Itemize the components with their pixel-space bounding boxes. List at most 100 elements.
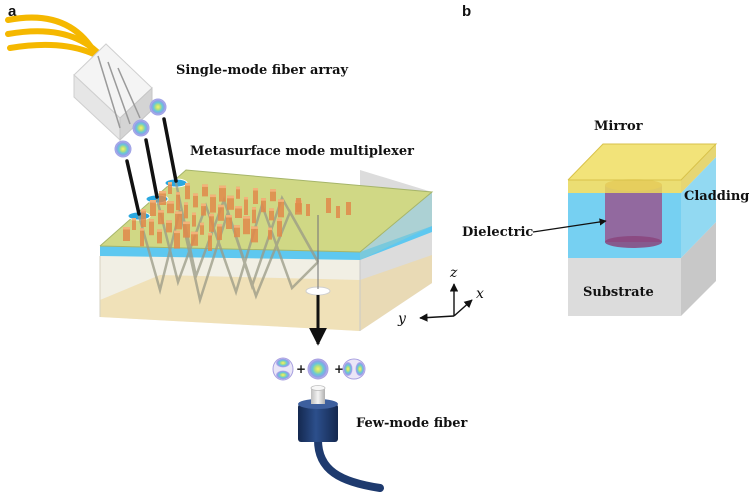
- metasurface-pillar: [157, 229, 162, 244]
- metasurface-pillar: [159, 191, 166, 205]
- metasurface-pillar: [217, 224, 222, 240]
- metasurface-pillar: [243, 216, 250, 235]
- metasurface-pillar-top: [200, 222, 204, 226]
- axis-x-label: x: [476, 286, 484, 302]
- metasurface-pillar-top: [192, 212, 196, 216]
- metasurface-pillar: [166, 220, 172, 233]
- label-substrate: Substrate: [583, 285, 654, 300]
- metasurface-pillar-top: [140, 228, 144, 231]
- metasurface-pillar: [326, 198, 331, 213]
- metasurface-pillar-top: [158, 210, 164, 213]
- metasurface-pillar-top: [209, 213, 214, 217]
- metasurface-pillar: [296, 198, 301, 212]
- metasurface-pillar-top: [208, 233, 212, 236]
- metasurface-pillar: [123, 227, 130, 241]
- metasurface-pillar: [158, 210, 164, 225]
- dielectric-pillar: [605, 185, 662, 242]
- metasurface-pillar-top: [193, 193, 198, 196]
- metasurface-pillar: [234, 225, 240, 238]
- plus-sign-2: +: [334, 362, 344, 376]
- metasurface-pillar: [167, 201, 174, 214]
- metasurface-pillar: [244, 197, 248, 215]
- input-mode-spots: [114, 98, 167, 158]
- metasurface-pillar: [191, 231, 198, 246]
- metasurface-pillar: [193, 193, 198, 208]
- metasurface-pillar: [168, 182, 172, 194]
- metasurface-pillar-top: [217, 224, 222, 227]
- metasurface-pillar: [269, 208, 274, 221]
- metasurface-pillar: [141, 209, 146, 227]
- metasurface-pillar-top: [268, 227, 272, 231]
- mode-lp11-horizontal: [342, 358, 366, 380]
- metasurface-pillar-top: [243, 216, 250, 219]
- mode-lp11-vertical: [272, 357, 294, 381]
- metasurface-pillar-top: [201, 203, 206, 207]
- metasurface-pillar: [346, 202, 351, 215]
- multiplexer-slab: [99, 169, 434, 331]
- label-mirror: Mirror: [594, 119, 643, 134]
- metasurface-pillar-top: [132, 218, 136, 221]
- metasurface-pillar: [192, 212, 196, 227]
- metasurface-pillar: [140, 228, 144, 247]
- metasurface-pillar: [183, 221, 190, 238]
- metasurface-pillar-top: [218, 204, 224, 208]
- label-dielectric: Dielectric: [462, 225, 533, 240]
- metasurface-pillar: [268, 227, 272, 240]
- metasurface-pillar-top: [166, 220, 172, 223]
- metasurface-pillar: [200, 222, 204, 235]
- metasurface-pillar-top: [150, 200, 156, 203]
- metasurface-pillar: [210, 194, 216, 213]
- metasurface-pillar: [226, 215, 232, 229]
- metasurface-pillar: [132, 218, 136, 230]
- metasurface-pillar-top: [185, 183, 190, 186]
- metasurface-pillar: [209, 213, 214, 232]
- metasurface-pillar-top: [236, 186, 240, 190]
- metasurface-pillar: [252, 207, 256, 224]
- metasurface-pillar: [253, 188, 258, 204]
- metasurface-pillar: [174, 230, 180, 249]
- metasurface-pillar-top: [226, 215, 232, 218]
- metasurface-pillar: [235, 206, 242, 218]
- dielectric-pointer-arrow: [532, 218, 607, 233]
- metasurface-pillar-top: [219, 185, 226, 189]
- metasurface-pillars: [123, 182, 351, 251]
- metasurface-pillar: [202, 184, 208, 197]
- metasurface-pillar-top: [174, 230, 180, 234]
- metasurface-pillar-top: [277, 218, 282, 222]
- label-fiber-array: Single-mode fiber array: [176, 63, 349, 78]
- panel-label-a: a: [8, 3, 17, 20]
- metasurface-pillar: [236, 186, 240, 199]
- metasurface-pillar-top: [234, 225, 240, 228]
- metasurface-pillar-top: [159, 191, 166, 194]
- metasurface-pillar-top: [123, 227, 130, 230]
- plus-sign-1: +: [296, 362, 306, 376]
- metasurface-pillar: [219, 185, 226, 202]
- metasurface-pillar-top: [157, 229, 162, 232]
- metasurface-pillar-top: [244, 197, 248, 200]
- metasurface-pillar-top: [252, 207, 256, 210]
- metasurface-pillar-top: [141, 209, 146, 212]
- fiber-array-block: [73, 43, 153, 142]
- metasurface-pillar: [176, 192, 180, 211]
- metasurface-pillar: [218, 204, 224, 221]
- metasurface-pillar-top: [235, 206, 242, 209]
- axis-y-label: y: [397, 311, 407, 327]
- metasurface-pillar-top: [253, 188, 258, 191]
- unit-cell-substrate-side: [681, 222, 716, 316]
- input-mode-2: [132, 119, 150, 137]
- unit-cell-mirror-front: [568, 180, 681, 193]
- few-mode-fiber: [298, 385, 384, 492]
- mode-lp01: [307, 358, 329, 380]
- label-cladding: Cladding: [684, 189, 749, 204]
- metasurface-pillar-top: [168, 182, 172, 185]
- metasurface-pillar: [208, 233, 212, 251]
- metasurface-pillar-top: [261, 198, 266, 201]
- metasurface-pillar: [175, 211, 182, 230]
- metasurface-pillar: [149, 219, 154, 236]
- unit-cell: [567, 143, 718, 316]
- metasurface-pillar-top: [202, 184, 208, 187]
- metasurface-pillar-top: [176, 192, 180, 195]
- unit-cell-mirror-top: [568, 144, 716, 180]
